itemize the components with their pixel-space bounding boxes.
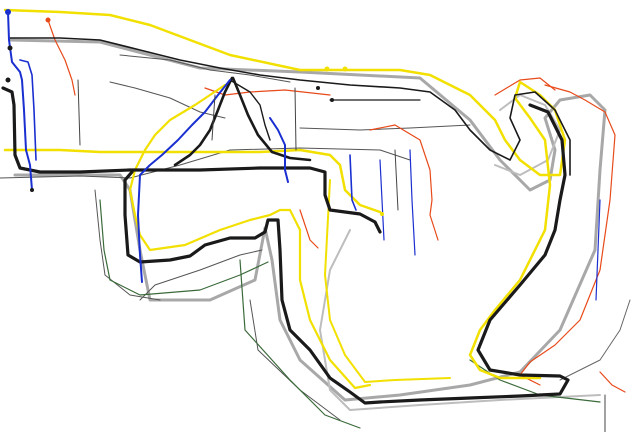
station-dot (5, 9, 11, 15)
route-gray-thin[interactable] (0, 55, 630, 420)
station-dot (30, 188, 34, 192)
route-red-north[interactable] (48, 20, 330, 248)
station-dot (316, 86, 320, 90)
route-black-north[interactable] (10, 38, 570, 175)
station-dot (8, 46, 13, 51)
route-yellow-lower[interactable] (5, 150, 450, 382)
route-yellow-upper[interactable] (5, 10, 565, 378)
station-dot (380, 212, 384, 216)
station-dot (343, 67, 348, 72)
station-dot (325, 67, 330, 72)
station-dot (46, 18, 51, 23)
route-blue-east[interactable] (380, 150, 600, 300)
station-dot (330, 98, 334, 102)
route-black-main[interactable] (3, 78, 568, 403)
station-dot (6, 78, 11, 83)
